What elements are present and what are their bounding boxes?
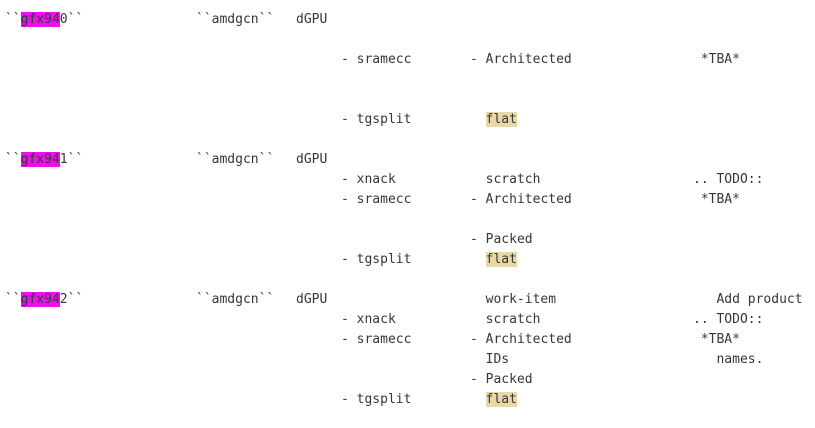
cell-line: - Architected xyxy=(470,52,572,67)
feature-item: - sramecc xyxy=(341,332,412,347)
gpu-kind-cell: dGPU xyxy=(296,152,328,167)
feature-item: - tgsplit xyxy=(341,392,412,407)
flat-scratch-cell: - Architected flat scratch - Packed work… xyxy=(470,290,572,428)
target-features-cell: - sramecc - tgsplit - xnack xyxy=(341,290,411,428)
feature-item: - tgsplit xyxy=(341,252,412,267)
todo-directive: .. TODO:: xyxy=(693,172,764,187)
cell-line: flat xyxy=(470,110,572,130)
target-triple-cell: ``amdgcn`` xyxy=(196,12,275,27)
blank-line xyxy=(693,110,803,130)
tba-marker: *TBA* xyxy=(700,192,740,207)
blank-line xyxy=(693,250,803,270)
flat-scratch-cell: - Architected flat scratch - Packed work… xyxy=(470,10,572,410)
secondary-match-highlight: flat xyxy=(485,252,517,267)
cell-line: scratch xyxy=(485,172,541,187)
feature-item: - sramecc xyxy=(341,192,412,207)
rst-backticks: `` xyxy=(5,152,21,167)
cell-line: - Packed xyxy=(470,372,533,387)
rst-backticks: `` xyxy=(5,12,21,27)
feature-item: - sramecc xyxy=(341,52,412,67)
todo-body: names. xyxy=(716,352,764,367)
processor-suffix: 0`` xyxy=(59,12,84,27)
cell-line: work-item xyxy=(485,292,557,307)
cell-line: IDs xyxy=(485,352,510,367)
feature-item: - xnack xyxy=(341,312,396,327)
search-match-highlight: gfx94 xyxy=(20,12,60,27)
cell-line: - Architected xyxy=(470,332,572,347)
processor-cell: ``gfx941`` xyxy=(5,150,83,170)
tba-marker: *TBA* xyxy=(700,52,740,67)
target-triple-cell: ``amdgcn`` xyxy=(196,292,275,307)
table-row: ``gfx942`` ``amdgcn`` dGPU - sramecc - t… xyxy=(0,290,815,420)
processor-cell: ``gfx942`` xyxy=(5,290,83,310)
target-triple-cell: ``amdgcn`` xyxy=(196,152,275,167)
table-row: ``gfx940`` ``amdgcn`` dGPU - sramecc - t… xyxy=(0,10,815,367)
notes-cell: *TBA* .. TODO:: Add product names. xyxy=(693,150,803,428)
target-features-cell: - sramecc - tgsplit - xnack xyxy=(341,150,411,370)
secondary-match-highlight: flat xyxy=(485,392,517,407)
processor-suffix: 1`` xyxy=(59,152,84,167)
cell-line: flat xyxy=(470,390,572,410)
search-match-highlight: gfx94 xyxy=(20,152,60,167)
tba-marker: *TBA* xyxy=(700,332,740,347)
search-match-highlight: gfx94 xyxy=(20,292,60,307)
notes-cell: *TBA* .. TODO:: Add product names. xyxy=(693,10,803,410)
blank-line xyxy=(693,390,803,410)
processor-cell: ``gfx940`` xyxy=(5,10,83,30)
cell-line: - Architected xyxy=(470,192,572,207)
rst-backticks: `` xyxy=(5,292,21,307)
todo-body: Add product xyxy=(716,292,803,307)
cell-line: flat xyxy=(470,250,572,270)
cell-line: - Packed xyxy=(470,232,533,247)
table-row: ``gfx941`` ``amdgcn`` dGPU - sramecc - t… xyxy=(0,150,815,387)
gpu-kind-cell: dGPU xyxy=(296,292,328,307)
processor-suffix: 2`` xyxy=(59,292,84,307)
gpu-kind-cell: dGPU xyxy=(296,12,328,27)
todo-directive: .. TODO:: xyxy=(693,312,764,327)
secondary-match-highlight: flat xyxy=(485,112,517,127)
feature-item: - xnack xyxy=(341,172,396,187)
target-features-cell: - sramecc - tgsplit - xnack xyxy=(341,10,411,230)
notes-cell: *TBA* .. TODO:: Add product names. xyxy=(693,290,803,428)
cell-line: scratch xyxy=(485,312,541,327)
flat-scratch-cell: - Architected flat scratch - Packed work… xyxy=(470,150,572,428)
feature-item: - tgsplit xyxy=(341,112,412,127)
